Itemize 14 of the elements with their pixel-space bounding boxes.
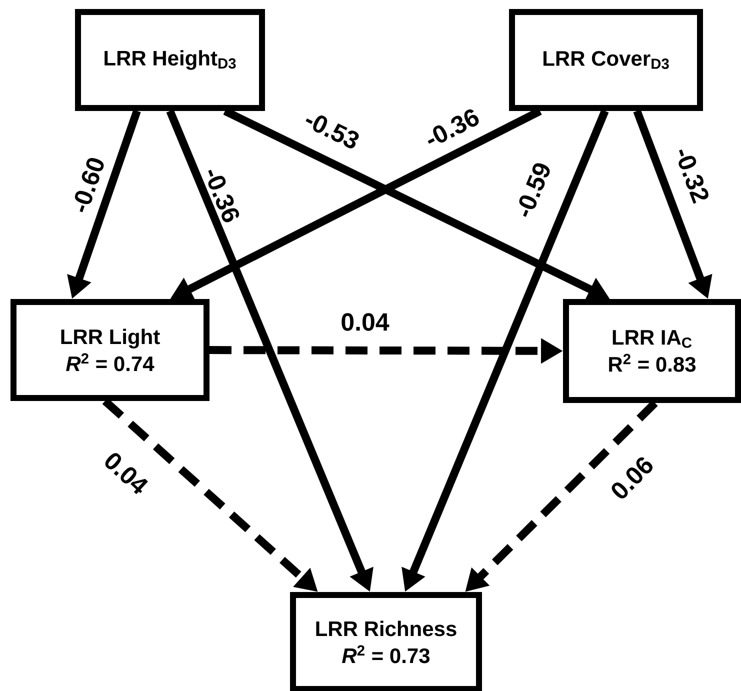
path-coefficient: -0.36	[208, 170, 240, 222]
path-coefficient: 0.04	[105, 453, 148, 494]
path-coefficient: -0.32	[678, 149, 708, 204]
variable-box: LRR Cover$_{D3}$	[509, 9, 703, 111]
path-coefficient: 0.04	[342, 313, 390, 331]
path-coefficient: -0.59	[519, 163, 550, 217]
path-coefficient: 0.06	[612, 457, 652, 498]
variable-box: LRR Light R$^{2}$ = 0.74	[10, 299, 210, 401]
variable-box: LRR Richness R$^{2}$ = 0.73	[290, 592, 482, 691]
path-coefficient: -0.36	[428, 109, 479, 144]
path-coefficient: -0.53	[306, 116, 359, 148]
variable-box: LRR Height$_{D3}$	[75, 9, 265, 111]
variable-box: LRR IA$_{C}$ R$^{2}$ = 0.83	[563, 299, 741, 403]
path-coefficient: -0.60	[74, 158, 104, 212]
